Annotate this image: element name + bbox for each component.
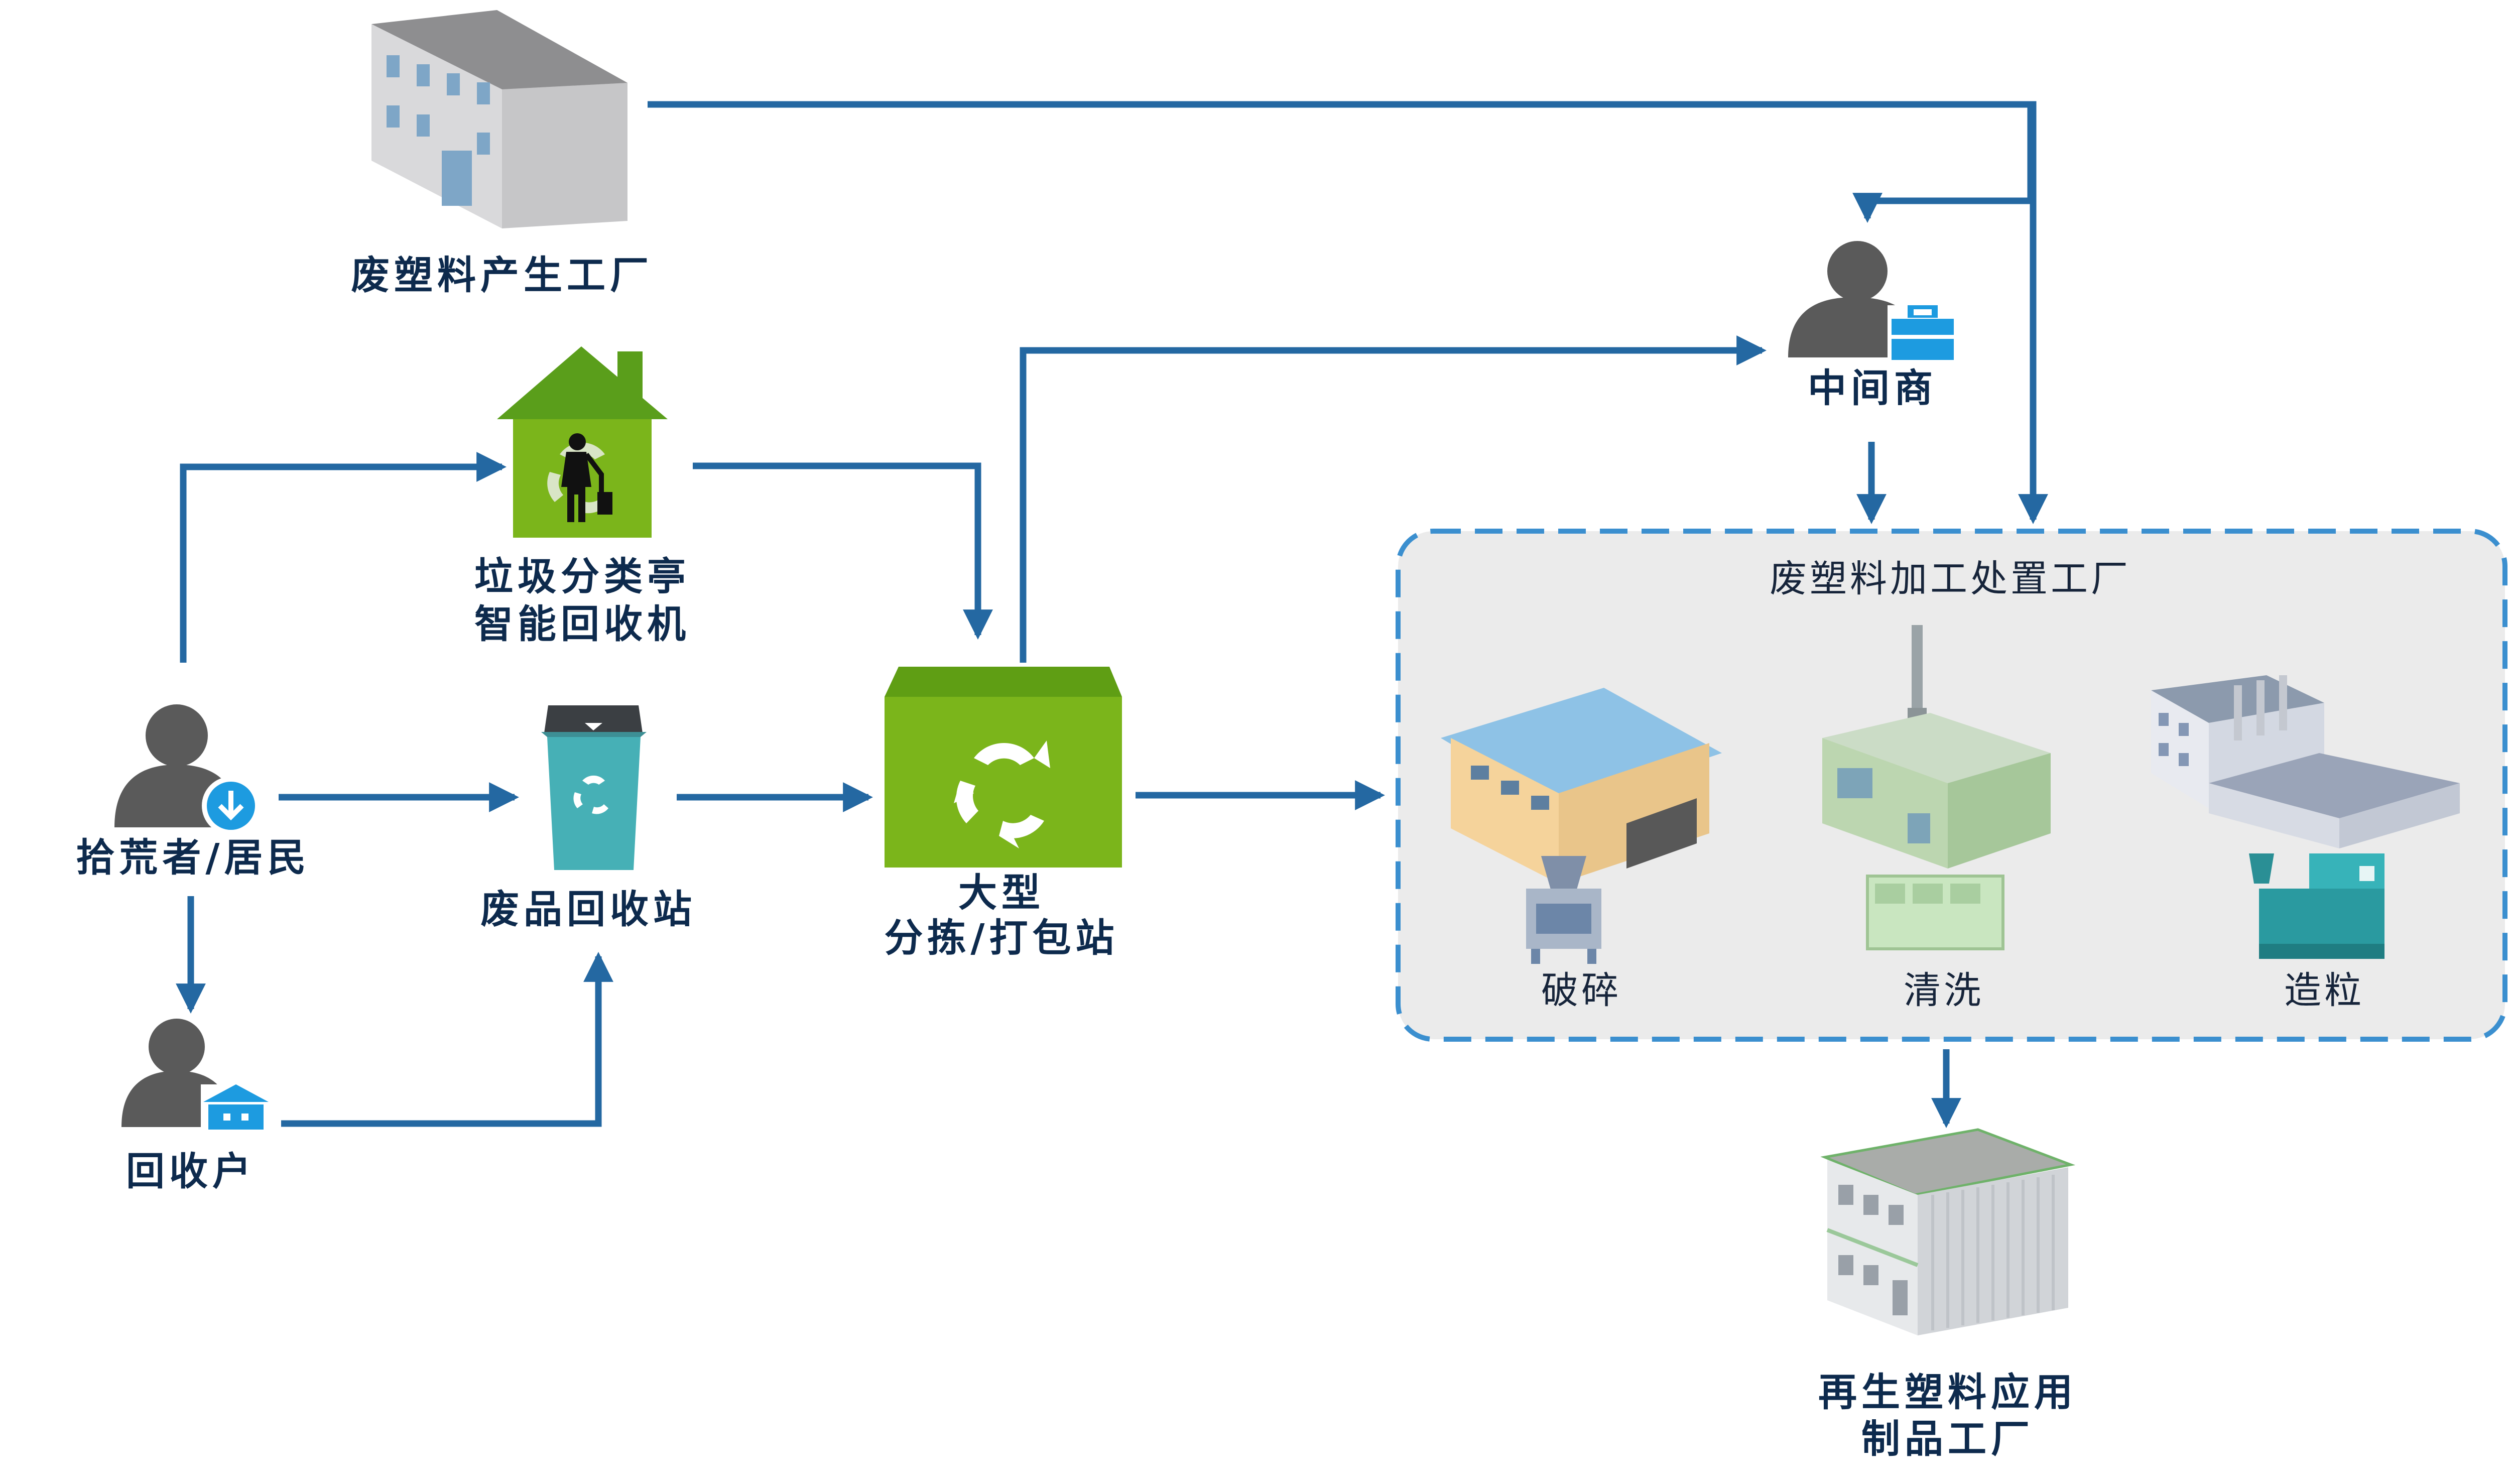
arrow-scavenger-to-kiosk <box>180 452 507 663</box>
person-download-icon <box>114 704 260 835</box>
pelletizer-plant-icon <box>2151 675 2460 959</box>
flow-arrows <box>176 101 2048 1128</box>
waste-factory-label: 废塑料产生工厂 <box>351 254 653 298</box>
sorting-station-label-line2: 分拣/打包站 <box>884 916 1118 961</box>
sorting-station-label-line1: 大型 <box>958 871 1045 916</box>
scavenger-label: 拾荒者/居民 <box>76 836 310 881</box>
arrow-factory-to-middleman <box>648 101 2034 223</box>
arrow-factory-to-processing <box>2018 101 2048 524</box>
crusher-warehouse-icon <box>1441 688 1722 964</box>
person-house-icon <box>121 1019 271 1132</box>
product-factory-label-line2: 制品工厂 <box>1861 1417 2034 1462</box>
recycle-box-icon <box>885 667 1122 868</box>
product-factory-icon <box>1820 1128 2076 1335</box>
person-briefcase-icon <box>1788 241 1958 361</box>
product-factory-label-line1: 再生塑料应用 <box>1818 1371 2077 1415</box>
sorting-kiosk-label-line2: 智能回收机 <box>474 602 690 647</box>
crushing-label: 破碎 <box>1541 969 1621 1012</box>
processing-factory-title: 废塑料加工处置工厂 <box>1770 557 2131 600</box>
middleman-label: 中间商 <box>1808 366 1937 411</box>
sorting-kiosk-label-line1: 垃圾分类亭 <box>474 555 690 599</box>
office-building-icon <box>371 10 628 228</box>
washing-label: 清洗 <box>1904 969 1984 1012</box>
pelletizing-label: 造粒 <box>2284 969 2364 1012</box>
arrow-household-to-station <box>281 952 613 1127</box>
recycle-bin-icon <box>541 705 647 870</box>
washing-plant-icon <box>1822 625 2051 950</box>
recycling-station-label: 废品回收站 <box>480 888 696 932</box>
green-house-recycle-icon <box>497 346 668 538</box>
arrow-kiosk-to-sorting <box>693 462 993 640</box>
household-label: 回收户 <box>126 1150 256 1194</box>
arrow-sorting-to-middleman <box>1020 335 1767 663</box>
